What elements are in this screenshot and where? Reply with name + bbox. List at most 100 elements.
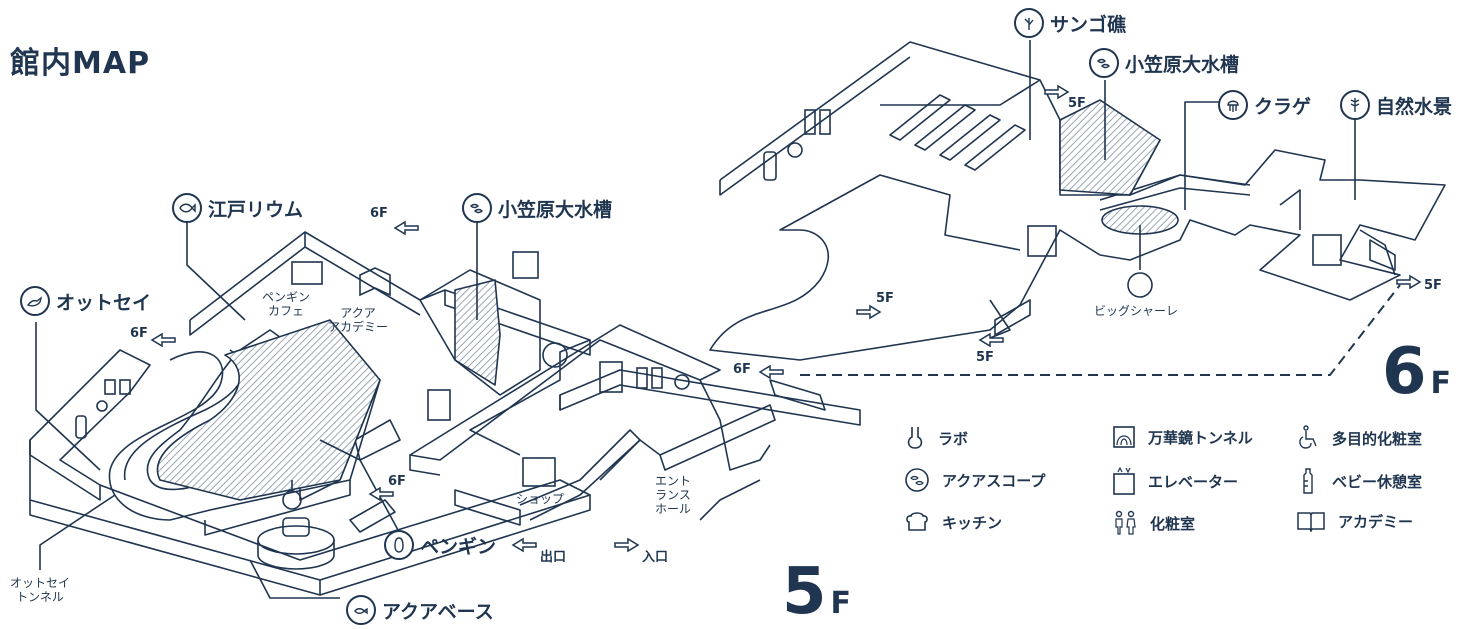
callout-sango-label: サンゴ礁 bbox=[1050, 13, 1127, 36]
restroom-icon-5f-b bbox=[599, 361, 663, 393]
label-entrance: 入口 bbox=[642, 550, 669, 565]
floor-6f-suffix: F bbox=[1430, 366, 1452, 401]
elevator-icon-5f bbox=[427, 389, 451, 421]
legend-aquascope-label: アクアスコープ bbox=[942, 471, 1046, 490]
legend-lab: ラボ bbox=[904, 425, 968, 451]
aquascope-icon bbox=[905, 468, 929, 492]
label-to-6f-d: 6F bbox=[388, 474, 406, 489]
callout-ogasawara-6f-label: 小笠原大水槽 bbox=[1125, 53, 1240, 76]
seal-icon bbox=[20, 286, 50, 316]
callout-aquabase[interactable]: アクアベース bbox=[346, 595, 494, 625]
label-entrance-hall-line1: エント bbox=[655, 474, 692, 488]
label-to-6f-b: 6F bbox=[130, 326, 148, 341]
label-to-5f-b: 5F bbox=[876, 291, 894, 306]
label-otter-tunnel-line1: オットセイ bbox=[10, 576, 71, 590]
wheelchair-icon-5f-b bbox=[674, 374, 690, 390]
baby-bottle-icon-5f-a bbox=[75, 415, 87, 439]
aquabase-icon bbox=[346, 595, 376, 625]
label-entrance-hall-line3: ホール bbox=[655, 502, 692, 516]
legend-elevator-label: エレベーター bbox=[1148, 472, 1239, 491]
legend-kaleidoscope: 万華鏡トンネル bbox=[1112, 425, 1253, 449]
label-to-6f-a: 6F bbox=[370, 206, 388, 221]
shopping-bag-icon-5f bbox=[522, 457, 556, 487]
legend-lab-label: ラボ bbox=[938, 429, 969, 448]
label-to-5f-d: 5F bbox=[1424, 278, 1442, 293]
kaleidoscope-tunnel-icon-5f bbox=[512, 251, 539, 279]
wheelchair-icon bbox=[1299, 425, 1317, 449]
callout-sango[interactable]: サンゴ礁 bbox=[1014, 8, 1126, 38]
callout-penguin[interactable]: ペンギン bbox=[384, 530, 496, 560]
legend-accessible: 多目的化粧室 bbox=[1296, 425, 1422, 451]
page-title: 館内MAP bbox=[10, 46, 151, 81]
legend-baby: ベビー休憩室 bbox=[1296, 467, 1422, 495]
legend-restroom: 化粧室 bbox=[1112, 510, 1195, 536]
restroom-icon bbox=[1115, 510, 1136, 535]
callout-shizen[interactable]: 自然水景 bbox=[1340, 90, 1452, 120]
chef-hat-icon bbox=[906, 512, 928, 531]
baby-bottle-icon-6f bbox=[763, 151, 777, 181]
legend-kitchen-label: キッチン bbox=[942, 513, 1003, 532]
callout-jelly[interactable]: クラゲ bbox=[1218, 90, 1311, 120]
jellyfish-icon bbox=[1218, 90, 1248, 120]
label-aqua-academy-line2: アカデミー bbox=[328, 320, 389, 334]
legend-baby-label: ベビー休憩室 bbox=[1332, 472, 1423, 491]
callout-edo-label: 江戸リウム bbox=[208, 198, 304, 221]
callout-otter[interactable]: オットセイ bbox=[20, 286, 151, 316]
label-big-petri: ビッグシャーレ bbox=[1094, 304, 1179, 318]
callout-aquabase-label: アクアベース bbox=[382, 600, 494, 623]
label-to-5f-a: 5F bbox=[1068, 96, 1086, 111]
label-to-6f-c: 6F bbox=[733, 362, 751, 377]
legend-academy: アカデミー bbox=[1296, 510, 1413, 532]
restroom-icon-5f-a bbox=[104, 379, 131, 395]
legend-restroom-label: 化粧室 bbox=[1150, 514, 1196, 533]
elevator-icon-6f-b bbox=[1312, 234, 1342, 266]
label-entrance-hall: エント ランス ホール bbox=[655, 474, 691, 516]
label-entrance-hall-line2: ランス bbox=[655, 488, 691, 502]
callout-otter-label: オットセイ bbox=[56, 291, 152, 314]
legend-elevator: エレベーター bbox=[1112, 467, 1238, 495]
wheelchair-icon-6f bbox=[787, 142, 803, 158]
chef-hat-icon-5f bbox=[282, 517, 310, 537]
kaleidoscope-tunnel-icon bbox=[1113, 426, 1135, 448]
restroom-icon-6f-a bbox=[804, 109, 831, 135]
fish-school-icon bbox=[1089, 48, 1119, 78]
callout-edo[interactable]: 江戸リウム bbox=[172, 193, 303, 223]
flask-icon bbox=[907, 427, 923, 449]
label-shop: ショップ bbox=[516, 492, 565, 506]
book-icon-5f bbox=[359, 267, 391, 297]
callout-ogasawara-5f[interactable]: 小笠原大水槽 bbox=[462, 193, 612, 223]
baby-bottle-icon bbox=[1303, 468, 1313, 494]
book-icon bbox=[1297, 512, 1325, 532]
label-penguin-cafe-line2: カフェ bbox=[268, 304, 305, 318]
floor-6f-outline bbox=[709, 41, 1446, 361]
callout-ogasawara-6f[interactable]: 小笠原大水槽 bbox=[1089, 48, 1239, 78]
callout-penguin-label: ペンギン bbox=[420, 535, 497, 558]
legend-accessible-label: 多目的化粧室 bbox=[1332, 429, 1423, 448]
elevator-icon-6f-a bbox=[1027, 225, 1057, 257]
label-penguin-cafe-line1: ペンギン bbox=[262, 290, 311, 304]
callout-jelly-label: クラゲ bbox=[1254, 95, 1312, 118]
floor-6f-number: 6 bbox=[1382, 335, 1427, 409]
label-penguin-cafe: ペンギン カフェ bbox=[262, 290, 310, 318]
water-plant-icon bbox=[1340, 90, 1370, 120]
penguin-icon bbox=[384, 530, 414, 560]
aquascope-icon-5f bbox=[542, 342, 568, 368]
label-exit: 出口 bbox=[540, 550, 567, 565]
legend-kitchen: キッチン bbox=[904, 510, 1002, 534]
fish-school-icon bbox=[462, 193, 492, 223]
callout-ogasawara-5f-label: 小笠原大水槽 bbox=[498, 198, 613, 221]
elevator-icon bbox=[1113, 467, 1135, 495]
cup-icon-5f bbox=[291, 261, 323, 285]
floor-5f-suffix: F bbox=[830, 586, 852, 621]
coral-icon bbox=[1014, 8, 1044, 38]
legend-aquascope: アクアスコープ bbox=[904, 467, 1045, 493]
legend-kaleidoscope-label: 万華鏡トンネル bbox=[1148, 428, 1253, 447]
label-to-5f-c: 5F bbox=[976, 350, 994, 365]
fish-icon bbox=[172, 193, 202, 223]
label-otter-tunnel-line2: トンネル bbox=[16, 590, 64, 604]
callout-shizen-label: 自然水景 bbox=[1376, 95, 1453, 118]
label-otter-tunnel: オットセイ トンネル bbox=[10, 576, 70, 604]
